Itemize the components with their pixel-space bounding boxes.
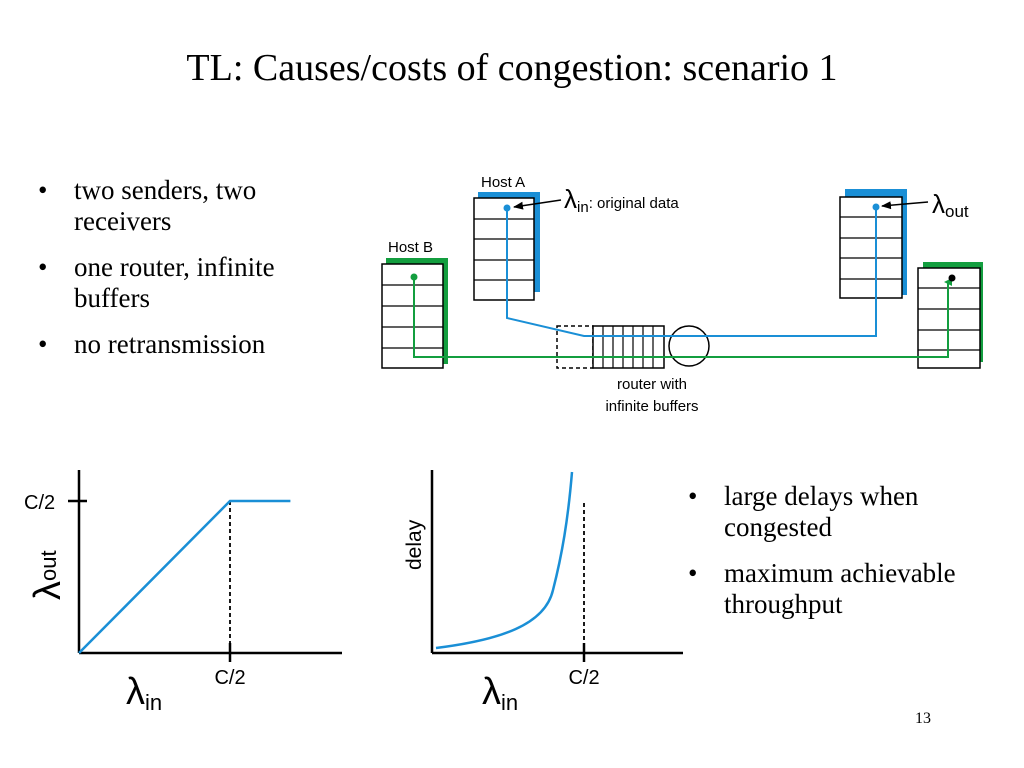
x-tick-label: C/2 bbox=[568, 667, 599, 689]
lambda-in-arrow bbox=[513, 199, 562, 210]
bullet-list-right: large delays when congested maximum achi… bbox=[686, 481, 1006, 635]
host-a-dot bbox=[503, 204, 511, 212]
y-axis-label: λout bbox=[27, 550, 69, 600]
router: router with infinite buffers bbox=[556, 325, 710, 415]
bullet-item: maximum achievable throughput bbox=[686, 558, 1006, 620]
host-a: Host A bbox=[473, 174, 540, 301]
lambda-in-label: λin: original data bbox=[564, 184, 679, 216]
host-a-box bbox=[473, 197, 535, 301]
x-tick-label: C/2 bbox=[214, 667, 245, 689]
bullet-item: large delays when congested bbox=[686, 481, 1006, 543]
y-axis-label: delay bbox=[403, 519, 426, 570]
throughput-line bbox=[78, 499, 291, 654]
router-buffer-dashed bbox=[556, 325, 594, 369]
bullet-item: one router, infinite buffers bbox=[36, 252, 346, 314]
receiver-top-dot bbox=[872, 203, 880, 211]
x-axis-label: λin bbox=[482, 671, 518, 715]
delay-chart: C/2 delay λin bbox=[403, 470, 683, 715]
router-label-line1: router with bbox=[617, 376, 687, 393]
router-circle bbox=[668, 325, 710, 367]
lambda-out-label: λout bbox=[932, 189, 969, 221]
green-flow-path bbox=[413, 277, 952, 358]
host-b-label: Host B bbox=[388, 239, 433, 256]
blue-flow-path bbox=[506, 208, 877, 337]
slide-title: TL: Causes/costs of congestion: scenario… bbox=[186, 47, 838, 89]
bullet-item: two senders, two receivers bbox=[36, 175, 346, 237]
router-buffer bbox=[592, 325, 665, 369]
receiver-bottom-dot bbox=[948, 274, 956, 282]
lambda-out-arrow bbox=[881, 201, 929, 210]
bullet-list-left: two senders, two receivers one router, i… bbox=[36, 175, 346, 375]
y-tick-label: C/2 bbox=[24, 492, 55, 514]
receiver-top-box bbox=[839, 196, 903, 299]
page-number: 13 bbox=[915, 710, 931, 727]
host-b-box bbox=[381, 263, 444, 369]
bullet-item: no retransmission bbox=[36, 329, 346, 360]
delay-curve bbox=[435, 471, 574, 650]
x-axis-label: λin bbox=[126, 671, 162, 715]
throughput-chart: C/2 C/2 λout λin bbox=[24, 470, 342, 715]
host-b-dot bbox=[410, 273, 418, 281]
host-a-label: Host A bbox=[481, 174, 525, 191]
router-label-line2: infinite buffers bbox=[605, 398, 698, 415]
